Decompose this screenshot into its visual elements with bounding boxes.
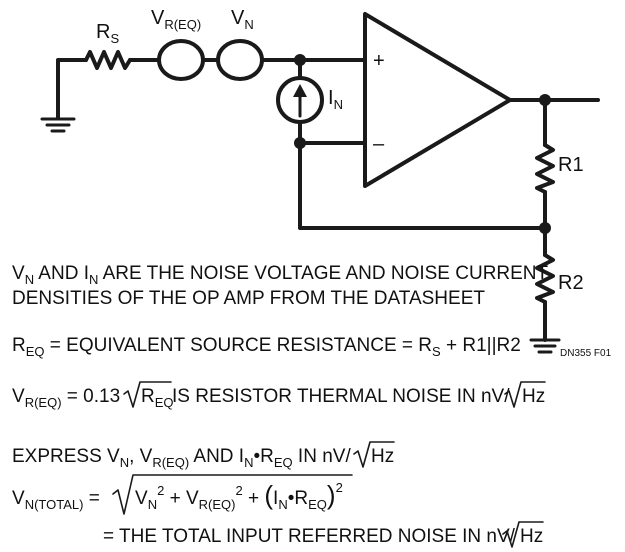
total-hz: Hz <box>520 526 543 547</box>
label-vn: VN <box>231 7 254 32</box>
label-r2: R2 <box>558 272 584 294</box>
express-hz: Hz <box>371 446 394 467</box>
circuit-wires <box>56 58 600 342</box>
express-line: EXPRESS VN, VR(EQ) AND IN•REQ IN nV/ <box>12 446 351 470</box>
vreq-definition-left: VR(EQ) = 0.13 <box>12 386 120 410</box>
label-vreq: VR(EQ) <box>151 7 201 32</box>
note-line-2: DENSITIES OF THE OP AMP FROM THE DATASHE… <box>12 288 485 309</box>
vreq-radicand: REQ <box>141 386 174 410</box>
op-amp <box>363 12 512 188</box>
sqrt-symbol-req <box>123 381 172 408</box>
resistor-r1 <box>535 143 555 194</box>
label-rs: RS <box>96 21 119 46</box>
vreq-definition-right: IS RESISTOR THERMAL NOISE IN nV/ <box>172 386 510 407</box>
vtotal-radicand: VN2 + VR(EQ)2 + (IN•REQ)2 <box>135 480 343 512</box>
vreq-hz: Hz <box>522 386 545 407</box>
sqrt-symbol-hz-3 <box>502 521 544 548</box>
in-current-source <box>276 76 324 124</box>
figure-id: DN355 F01 <box>560 348 612 359</box>
req-definition: REQ = EQUIVALENT SOURCE RESISTANCE = RS … <box>12 335 521 359</box>
resistor-r2 <box>535 253 555 304</box>
vn-noise-source <box>216 39 264 81</box>
vtotal-lhs: VN(TOTAL) = <box>12 488 100 512</box>
label-plus-input: + <box>373 50 385 72</box>
resistor-rs <box>84 50 132 70</box>
up-arrow-icon <box>293 84 307 118</box>
sqrt-symbol-total <box>112 474 353 515</box>
label-minus-input: – <box>373 133 385 155</box>
note-line-1: VN AND IN ARE THE NOISE VOLTAGE AND NOIS… <box>12 263 549 287</box>
label-in: IN <box>328 87 343 112</box>
ground-symbol-r2 <box>529 338 561 354</box>
label-r1: R1 <box>558 154 584 176</box>
ground-symbol-source <box>40 117 76 133</box>
total-noise-line: = THE TOTAL INPUT REFERRED NOISE IN nV/ <box>103 526 516 547</box>
sqrt-symbol-hz-2 <box>353 441 395 468</box>
vreq-noise-source <box>157 39 205 81</box>
sqrt-symbol-hz-1 <box>504 381 546 408</box>
junction-dots <box>294 54 551 234</box>
